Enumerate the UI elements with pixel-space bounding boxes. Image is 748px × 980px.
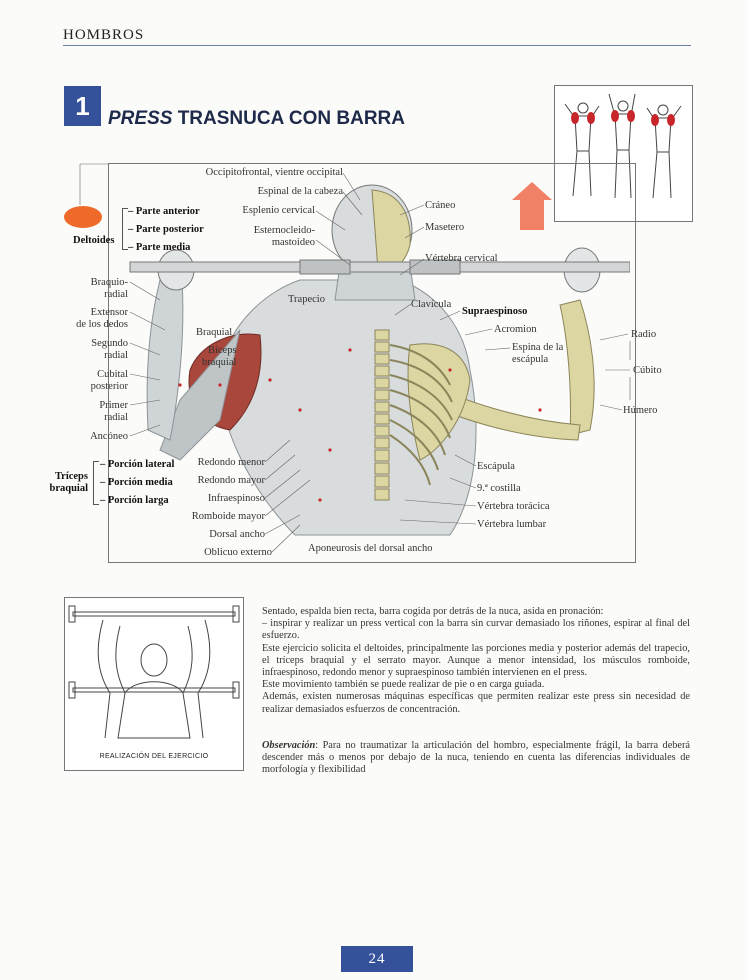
- exercise-illustration: [64, 597, 244, 771]
- page-number: 24: [341, 946, 413, 972]
- barbell-bottom: [72, 687, 236, 693]
- label-romboide-mayor: Romboide mayor: [191, 511, 265, 522]
- exercise-description: Sentado, espalda bien recta, barra cogid…: [262, 606, 690, 716]
- description-line: Sentado, espalda bien recta, barra cogid…: [262, 606, 604, 617]
- title-rest: TRASNUCA CON BARRA: [172, 108, 405, 129]
- title-italic: PRESS: [108, 108, 173, 129]
- observation-text: : Para no traumatizar la articulación de…: [262, 740, 690, 776]
- label-braquioradial-1: Braquio-: [90, 277, 128, 288]
- label-craneo: Cráneo: [425, 200, 456, 211]
- triceps-group-label-1: Tríceps: [54, 471, 88, 482]
- label-cubital-posterior-1: Cubital: [97, 369, 128, 380]
- label-segundo-radial-1: Segundo: [91, 338, 128, 349]
- illustration-caption: REALIZACIÓN DEL EJERCICIO: [99, 753, 209, 760]
- description-line: Este ejercicio solicita el deltoides, pr…: [262, 642, 690, 679]
- triceps-part-lateral: – Porción lateral: [100, 459, 175, 470]
- muscle-thumbnail: [554, 85, 693, 222]
- label-dorsal-ancho: Dorsal ancho: [209, 529, 265, 540]
- label-escapula: Escápula: [477, 461, 515, 472]
- up-arrow-icon: [512, 182, 552, 230]
- label-braquial: Braquial: [196, 327, 233, 338]
- deltoid-part-anterior: – Parte anterior: [128, 206, 200, 217]
- label-aponeurosis: Aponeurosis del dorsal ancho: [308, 543, 433, 554]
- label-biceps-2: braquial: [202, 357, 237, 368]
- label-cubital-posterior-2: posterior: [90, 381, 128, 392]
- exercise-title: PRESS TRASNUCA CON BARRA: [108, 108, 405, 130]
- label-vertebra-lumbar: Vértebra lumbar: [477, 519, 547, 530]
- observation-paragraph: Observación: Para no traumatizar la arti…: [262, 740, 690, 777]
- description-line: Este movimiento también se puede realiza…: [262, 679, 545, 691]
- label-infraespinoso: Infraespinoso: [207, 493, 265, 504]
- header-rule: [63, 45, 691, 46]
- label-esternocleido: Esternocleido-: [253, 225, 315, 236]
- label-extensor-1: Extensor: [90, 307, 128, 318]
- label-primer-radial-1: Primer: [99, 400, 128, 411]
- label-mastoideo: mastoideo: [271, 237, 315, 248]
- label-biceps-1: Bíceps: [208, 345, 237, 356]
- label-segundo-radial-2: radial: [104, 350, 128, 361]
- deltoid-part-posterior: – Parte posterior: [128, 224, 204, 235]
- label-vertebra-cervical: Vértebra cervical: [425, 253, 498, 264]
- label-extensor-2: de los dedos: [76, 319, 128, 330]
- anatomy-frame: [108, 163, 636, 563]
- label-redondo-menor: Redondo menor: [197, 457, 265, 468]
- label-masetero: Masetero: [425, 222, 465, 233]
- anatomy-illustration: [129, 182, 630, 536]
- triceps-part-media: – Porción media: [100, 477, 173, 488]
- description-line: Además, existen numerosas máquinas espec…: [262, 691, 690, 715]
- label-espina-escapula-2: escápula: [512, 354, 549, 365]
- deltoid-part-media: – Parte media: [128, 242, 191, 253]
- label-acromion: Acromion: [494, 324, 537, 335]
- deltoid-bracket: [122, 208, 128, 250]
- deltoid-highlight-marker: [64, 206, 102, 228]
- label-anconeo: Ancóneo: [90, 431, 128, 442]
- triceps-part-larga: – Porción larga: [100, 495, 169, 506]
- exercise-number: 1: [64, 86, 101, 126]
- label-novena-costilla: 9.ª costilla: [477, 483, 521, 494]
- observation-label: Observación: [262, 740, 316, 751]
- label-trapecio: Trapecio: [288, 294, 325, 305]
- label-espina-escapula-1: Espina de la: [512, 342, 564, 353]
- label-supraespinoso: Supraespinoso: [462, 306, 528, 317]
- barbell-top: [72, 611, 236, 617]
- section-title: HOMBROS: [63, 27, 145, 43]
- label-humero: Húmero: [623, 405, 658, 416]
- barbell-bar: [129, 261, 630, 273]
- label-oblicuo-externo: Oblicuo externo: [204, 547, 272, 558]
- triceps-bracket: [93, 461, 99, 505]
- description-line: – inspirar y realizar un press vertical …: [262, 618, 690, 642]
- triceps-group-label-2: braquial: [49, 483, 88, 494]
- label-primer-radial-2: radial: [104, 412, 128, 423]
- deltoid-group-label: Deltoides: [73, 235, 115, 246]
- label-esplenio-cervical: Esplenio cervical: [242, 205, 315, 216]
- label-espinal-cabeza: Espinal de la cabeza: [257, 186, 343, 197]
- label-clavicula: Clavícula: [411, 299, 452, 310]
- label-radio: Radio: [631, 329, 657, 340]
- label-vertebra-toracica: Vértebra torácica: [477, 501, 550, 512]
- label-braquioradial-2: radial: [104, 289, 128, 300]
- label-cubito: Cúbito: [633, 365, 662, 376]
- leader-lines: [79, 163, 631, 553]
- label-redondo-mayor: Redondo mayor: [197, 475, 265, 486]
- label-occipitofrontal: Occipitofrontal, vientre occipital: [205, 167, 343, 178]
